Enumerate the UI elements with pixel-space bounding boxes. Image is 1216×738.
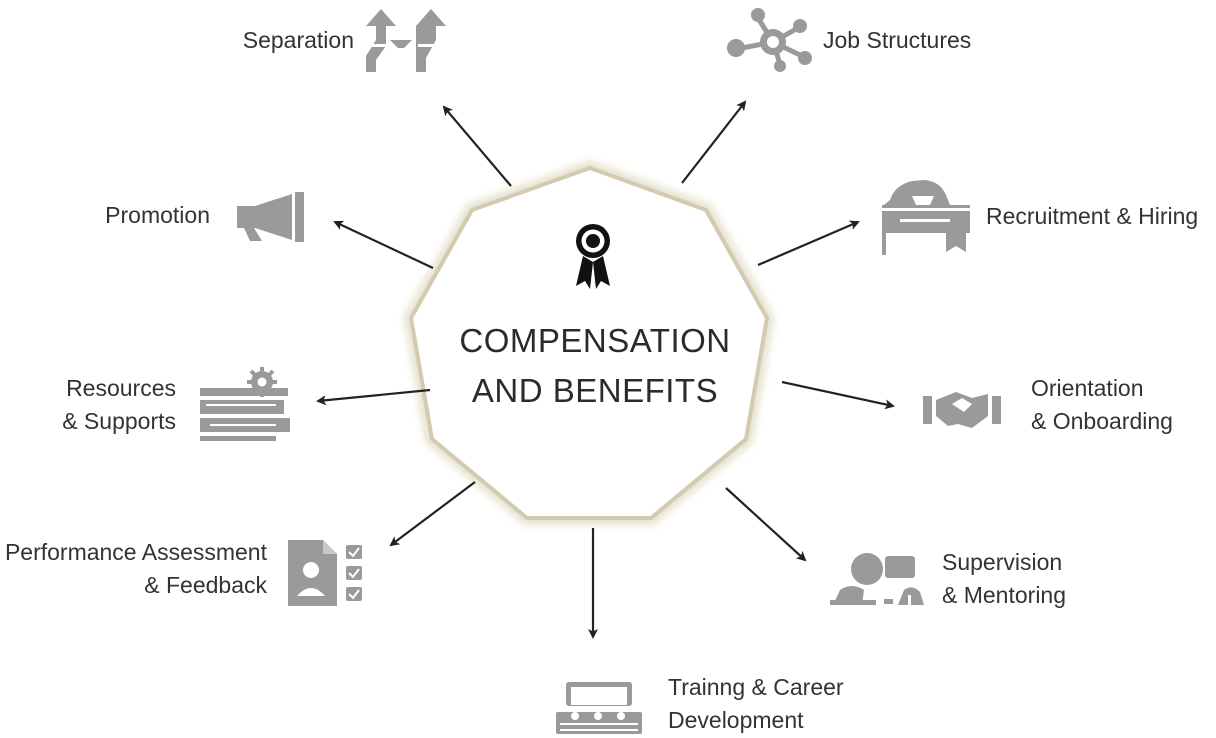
label-resources: Resources & Supports: [62, 372, 176, 438]
label-recruitment: Recruitment & Hiring: [986, 200, 1198, 233]
arrow-supervision: [725, 487, 807, 562]
recruitment-text: Recruitment & Hiring: [986, 203, 1199, 229]
orientation-line2: & Onboarding: [1031, 408, 1173, 434]
promotion-text: Promotion: [105, 202, 210, 228]
label-job-structures: Job Structures: [823, 24, 971, 57]
meeting-people-icon: [830, 553, 924, 605]
performance-line2: & Feedback: [144, 572, 267, 598]
job-structures-text: Job Structures: [823, 27, 972, 53]
arrow-performance: [389, 481, 476, 547]
handshake-icon: [923, 392, 1001, 428]
separation-text: Separation: [242, 27, 354, 53]
center-title-line2: AND BENEFITS: [471, 372, 719, 409]
supervision-line2: & Mentoring: [942, 582, 1067, 608]
label-supervision: Supervision & Mentoring: [942, 546, 1066, 612]
label-separation: Separation: [243, 24, 354, 57]
checklist-document-icon: [288, 540, 362, 606]
supervision-line1: Supervision: [942, 549, 1063, 575]
label-performance: Performance Assessment & Feedback: [5, 536, 267, 602]
training-line2: Development: [668, 707, 804, 733]
arrow-orientation: [781, 380, 895, 410]
resources-line1: Resources: [66, 375, 176, 401]
label-training: Trainng & Career Development: [668, 671, 844, 737]
network-nodes-icon: [727, 8, 812, 72]
label-promotion: Promotion: [105, 199, 210, 232]
arrow-promotion: [333, 220, 434, 269]
center-title-line1: COMPENSATION: [459, 322, 731, 359]
support-gear-icon: [200, 367, 290, 441]
arrows: [316, 100, 895, 639]
center-title: COMPENSATION AND BENEFITS: [440, 316, 750, 416]
megaphone-icon: [237, 192, 304, 242]
classroom-icon: [556, 682, 642, 734]
orientation-line1: Orientation: [1031, 375, 1144, 401]
arrow-separation: [442, 105, 512, 187]
center-nonagon: [408, 165, 770, 520]
arrow-recruitment: [757, 220, 860, 267]
performance-line1: Performance Assessment: [4, 539, 267, 565]
award-ribbon-icon: [576, 224, 610, 289]
arrow-job-structures: [681, 100, 747, 184]
label-orientation: Orientation & Onboarding: [1031, 372, 1173, 438]
split-arrows-icon: [366, 9, 446, 72]
badge-ribbon-icon: [882, 180, 970, 255]
training-line1: Trainng & Career: [668, 674, 844, 700]
resources-line2: & Supports: [62, 408, 176, 434]
arrow-resources: [316, 388, 431, 406]
